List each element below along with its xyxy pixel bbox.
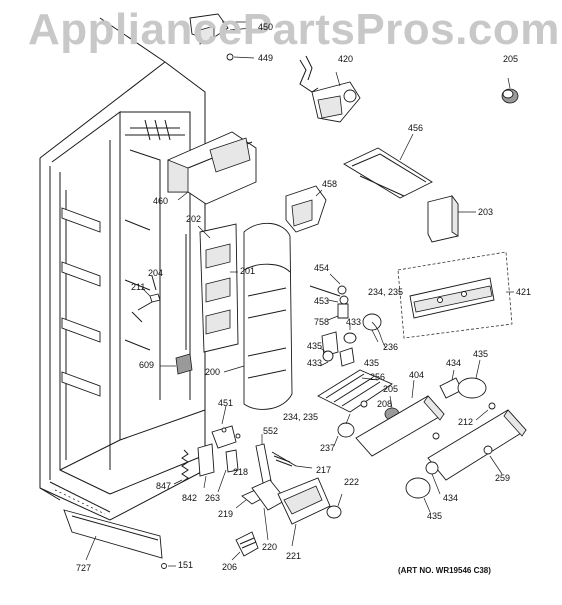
callout-263: 263: [205, 493, 221, 503]
part-434-435-bulb-lower: [405, 461, 441, 513]
watermark: AppliancePartsPros.com: [28, 5, 560, 54]
part-203-cover: [427, 194, 476, 243]
callout-218: 218: [233, 467, 249, 477]
callout-847: 847: [156, 481, 172, 491]
callout-202: 202: [186, 214, 202, 224]
callout-434-lower: 434: [443, 493, 459, 503]
part-208-grommet: [360, 400, 368, 408]
callout-208: 208: [377, 399, 393, 409]
callout-433-lower: 433: [307, 358, 323, 368]
part-236-237-springs: [333, 321, 387, 447]
part-259-housing: [427, 409, 527, 481]
callout-211: 211: [131, 282, 146, 292]
callout-433-upper: 433: [346, 317, 362, 327]
part-421-housing: [397, 251, 514, 339]
art-number: (ART NO. WR19546 C38): [398, 566, 491, 575]
callout-758: 758: [314, 317, 330, 327]
callout-222: 222: [344, 477, 360, 487]
callout-460: 460: [153, 196, 169, 206]
callout-435-mid: 435: [364, 358, 380, 368]
part-460-duct: [167, 131, 257, 205]
part-451-552-217-218: [211, 405, 313, 489]
callout-842: 842: [182, 493, 198, 503]
part-420-damper: [299, 55, 361, 123]
callout-727: 727: [76, 563, 92, 573]
callout-234-235-lower: 234, 235: [283, 412, 319, 422]
callout-420: 420: [338, 54, 354, 64]
part-609-switch: [160, 353, 193, 375]
part-450-bracket: [189, 13, 255, 61]
part-202-201-column: [185, 223, 239, 353]
part-404-cover: [355, 379, 445, 457]
cabinet-liner: [39, 17, 206, 521]
part-434-435-bulb-upper: [439, 359, 496, 421]
callout-234-235-upper: 234, 235: [368, 287, 404, 297]
part-206: [231, 531, 259, 561]
callout-456: 456: [408, 123, 424, 133]
callout-205-mid: 205: [383, 384, 399, 394]
part-204-211-screws: [131, 275, 161, 323]
part-454-453-758: [309, 273, 349, 321]
callout-259: 259: [495, 473, 511, 483]
callout-221: 221: [286, 551, 302, 561]
callout-435-lower: 435: [427, 511, 443, 521]
callout-256: 256: [370, 372, 386, 382]
callout-205-top: 205: [503, 54, 519, 64]
callout-200: 200: [205, 367, 221, 377]
callout-204: 204: [148, 268, 164, 278]
callout-212: 212: [458, 417, 474, 427]
callout-237: 237: [320, 443, 336, 453]
callout-220: 220: [262, 542, 278, 552]
part-458-housing: [285, 185, 327, 233]
callout-421: 421: [516, 287, 532, 297]
callout-435-upper-right: 435: [473, 349, 489, 359]
part-219-222-lower: [235, 477, 343, 547]
callout-404: 404: [409, 370, 425, 380]
callout-206: 206: [222, 562, 238, 572]
callout-217: 217: [316, 465, 332, 475]
callout-450: 450: [258, 22, 274, 32]
callout-151: 151: [178, 560, 194, 570]
callout-201: 201: [240, 266, 256, 276]
part-256-tray: [317, 369, 393, 413]
callout-552: 552: [263, 426, 279, 436]
part-205-cap: [501, 77, 519, 104]
callout-236: 236: [383, 342, 399, 352]
part-200-panel: [223, 222, 293, 410]
callout-203: 203: [478, 207, 494, 217]
part-847-842-263: [173, 443, 227, 493]
callout-454: 454: [314, 263, 330, 273]
callout-453: 453: [314, 296, 330, 306]
part-727-151: [63, 509, 176, 569]
callout-451: 451: [218, 398, 234, 408]
callout-449: 449: [258, 53, 274, 63]
part-456-bracket: [343, 133, 433, 199]
callout-458: 458: [322, 179, 338, 189]
callout-219: 219: [218, 509, 234, 519]
callout-434-upper: 434: [446, 358, 462, 368]
callout-609: 609: [139, 360, 155, 370]
callout-435-left: 435: [307, 341, 323, 351]
